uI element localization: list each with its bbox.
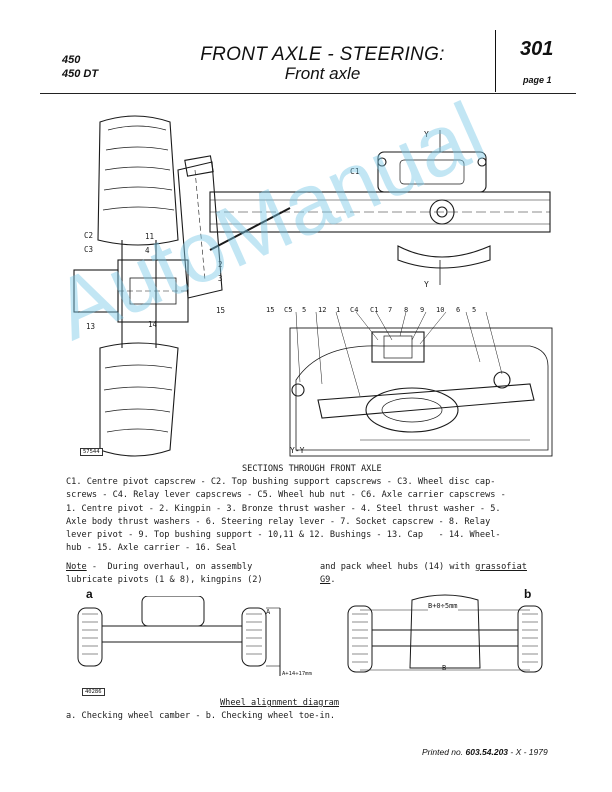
section-number: 301 [520,38,554,60]
callout-top-c1: C1 [370,306,379,314]
print-suffix: - X - 1979 [508,747,548,757]
centre-pivot-section [365,387,459,433]
axle-carrier-top [377,151,487,193]
print-reference: Printed no. 603.54.203 - X - 1979 [422,747,548,757]
axle-beam-top [371,629,519,647]
axle-carrier-bottom [397,245,491,269]
top-bushing-support [371,331,425,363]
note-end: . [330,575,336,586]
callout-top-5: 5 [302,306,307,314]
relay-lever-section [317,383,535,419]
grease-name: grassofiat [475,562,527,572]
dim-b-top: B+0÷5mm [428,600,458,614]
note-right: and pack wheel hubs (14) with grassofiat… [320,561,580,588]
page-title: FRONT AXLE - STEERING: [200,44,445,65]
alignment-diagram-title: Wheel alignment diagram [220,698,339,708]
page-label: page 1 [523,75,552,85]
section-caption-title: SECTIONS THROUGH FRONT AXLE [242,464,382,474]
right-wheel [241,607,267,667]
callout-top-7: 7 [388,306,393,314]
alignment-diagram-caption: a. Checking wheel camber - b. Checking w… [66,711,336,721]
kingpin-housing [177,161,223,299]
dim-a: A [266,608,271,616]
dim-a-plus: A+14÷17mm [282,671,312,677]
note-left: Note - During overhaul, on assembly lubr… [66,561,316,588]
tractor-body-top [409,594,481,669]
model-number-dt: 450 DT [62,68,99,80]
model-number: 450 [62,54,81,66]
tyre-upper-outline [97,115,179,246]
diagram-label-a: a [86,587,93,601]
header-divider [495,30,496,92]
section-mark-yy: Y-Y [290,446,305,455]
figure-reference-code: 57544 [80,448,103,456]
grease-grade: G9 [320,575,331,586]
callout-2: 2 [218,260,223,269]
callout-top-10: 10 [436,306,445,314]
callout-11: 11 [145,232,155,241]
left-wheel [77,607,103,667]
callout-top-12: 12 [318,306,327,314]
callout-13: 13 [86,322,96,331]
callout-4: 4 [145,246,150,255]
note-left-text: - During overhaul, on assembly lubricate… [66,562,263,586]
header-rule [40,93,576,94]
alignment-ref-code: 40286 [82,688,105,696]
callout-c1: C1 [350,167,360,176]
camber-check-drawing [77,596,281,676]
diagram-label-b: b [524,587,532,601]
note-label: Note [66,562,87,572]
callout-top-5b: 5 [472,306,477,314]
front-axle-section-drawing [73,115,553,457]
hub-cap [73,269,119,313]
parts-legend: C1. Centre pivot capscrew - C2. Top bush… [66,477,506,554]
callout-top-c5: C5 [284,306,293,314]
callout-top-1: 1 [336,306,341,314]
callout-top-8: 8 [404,306,409,314]
centre-pivot [429,199,455,225]
callout-c2: C2 [84,231,94,240]
note-right-text: and pack wheel hubs (14) with [320,562,476,572]
axle-beam-front [101,625,243,643]
page-subtitle: Front axle [284,64,361,83]
section-mark-upper: Y [424,130,429,139]
callout-top-c4: C4 [350,306,359,314]
tyre-tread-lines [102,125,175,211]
callout-top-6: 6 [456,306,461,314]
callout-3: 3 [218,274,223,283]
callout-top-9: 9 [420,306,425,314]
print-number: 603.54.203 [465,747,509,757]
tyre-lower-outline [99,342,179,457]
callout-top-15: 15 [266,306,275,314]
dim-b: B [442,664,447,672]
callout-15-left: 15 [216,306,226,315]
section-yy-frame [289,327,553,457]
callout-c3: C3 [84,245,94,254]
callout-14: 14 [148,320,158,329]
section-mark-lower: Y [424,280,429,289]
tyre-lower-tread [103,364,173,433]
tractor-body [141,596,205,627]
print-label: Printed no. [422,747,466,757]
